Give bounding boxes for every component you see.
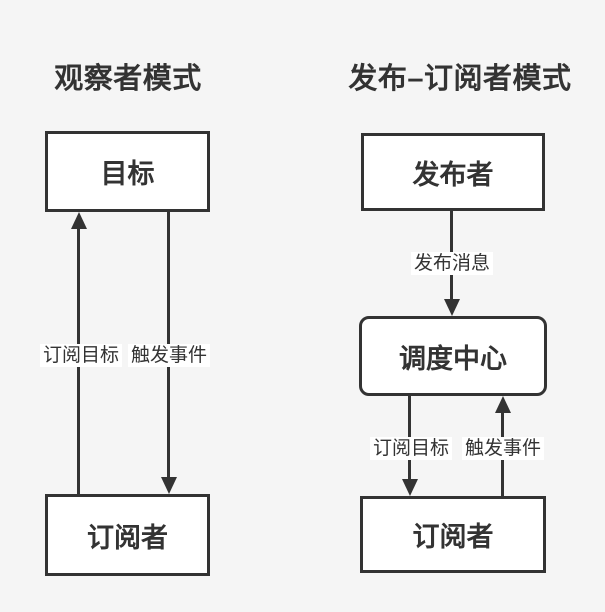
node-subscriber-left: 订阅者: [45, 494, 210, 576]
arrowhead-up-icon: [495, 396, 511, 413]
node-subscriber-right: 订阅者: [360, 496, 546, 573]
node-dispatch-center-label: 调度中心: [399, 343, 507, 374]
edge-label-subscribe-right: 订阅目标: [369, 437, 453, 460]
node-dispatch-center: 调度中心: [359, 316, 547, 396]
edge-label-subscribe-left: 订阅目标: [39, 344, 123, 367]
node-publisher-label: 发布者: [412, 159, 494, 190]
arrowhead-down-icon: [402, 479, 418, 496]
pubsub-pattern-title: 发布–订阅者模式: [348, 63, 572, 95]
edge-label-publish: 发布消息: [410, 252, 494, 275]
node-publisher: 发布者: [361, 133, 545, 211]
arrowhead-down-icon: [444, 299, 460, 316]
node-subscriber-right-label: 订阅者: [412, 522, 494, 552]
node-target-label: 目标: [100, 159, 155, 189]
edge-label-trigger-right: 触发事件: [461, 437, 545, 460]
arrowhead-up-icon: [71, 212, 87, 229]
arrowhead-down-icon: [161, 477, 177, 494]
observer-pattern-title: 观察者模式: [54, 63, 202, 95]
node-subscriber-left-label: 订阅者: [87, 522, 168, 553]
node-target: 目标: [45, 131, 210, 212]
edge-label-trigger-left: 触发事件: [127, 344, 211, 367]
